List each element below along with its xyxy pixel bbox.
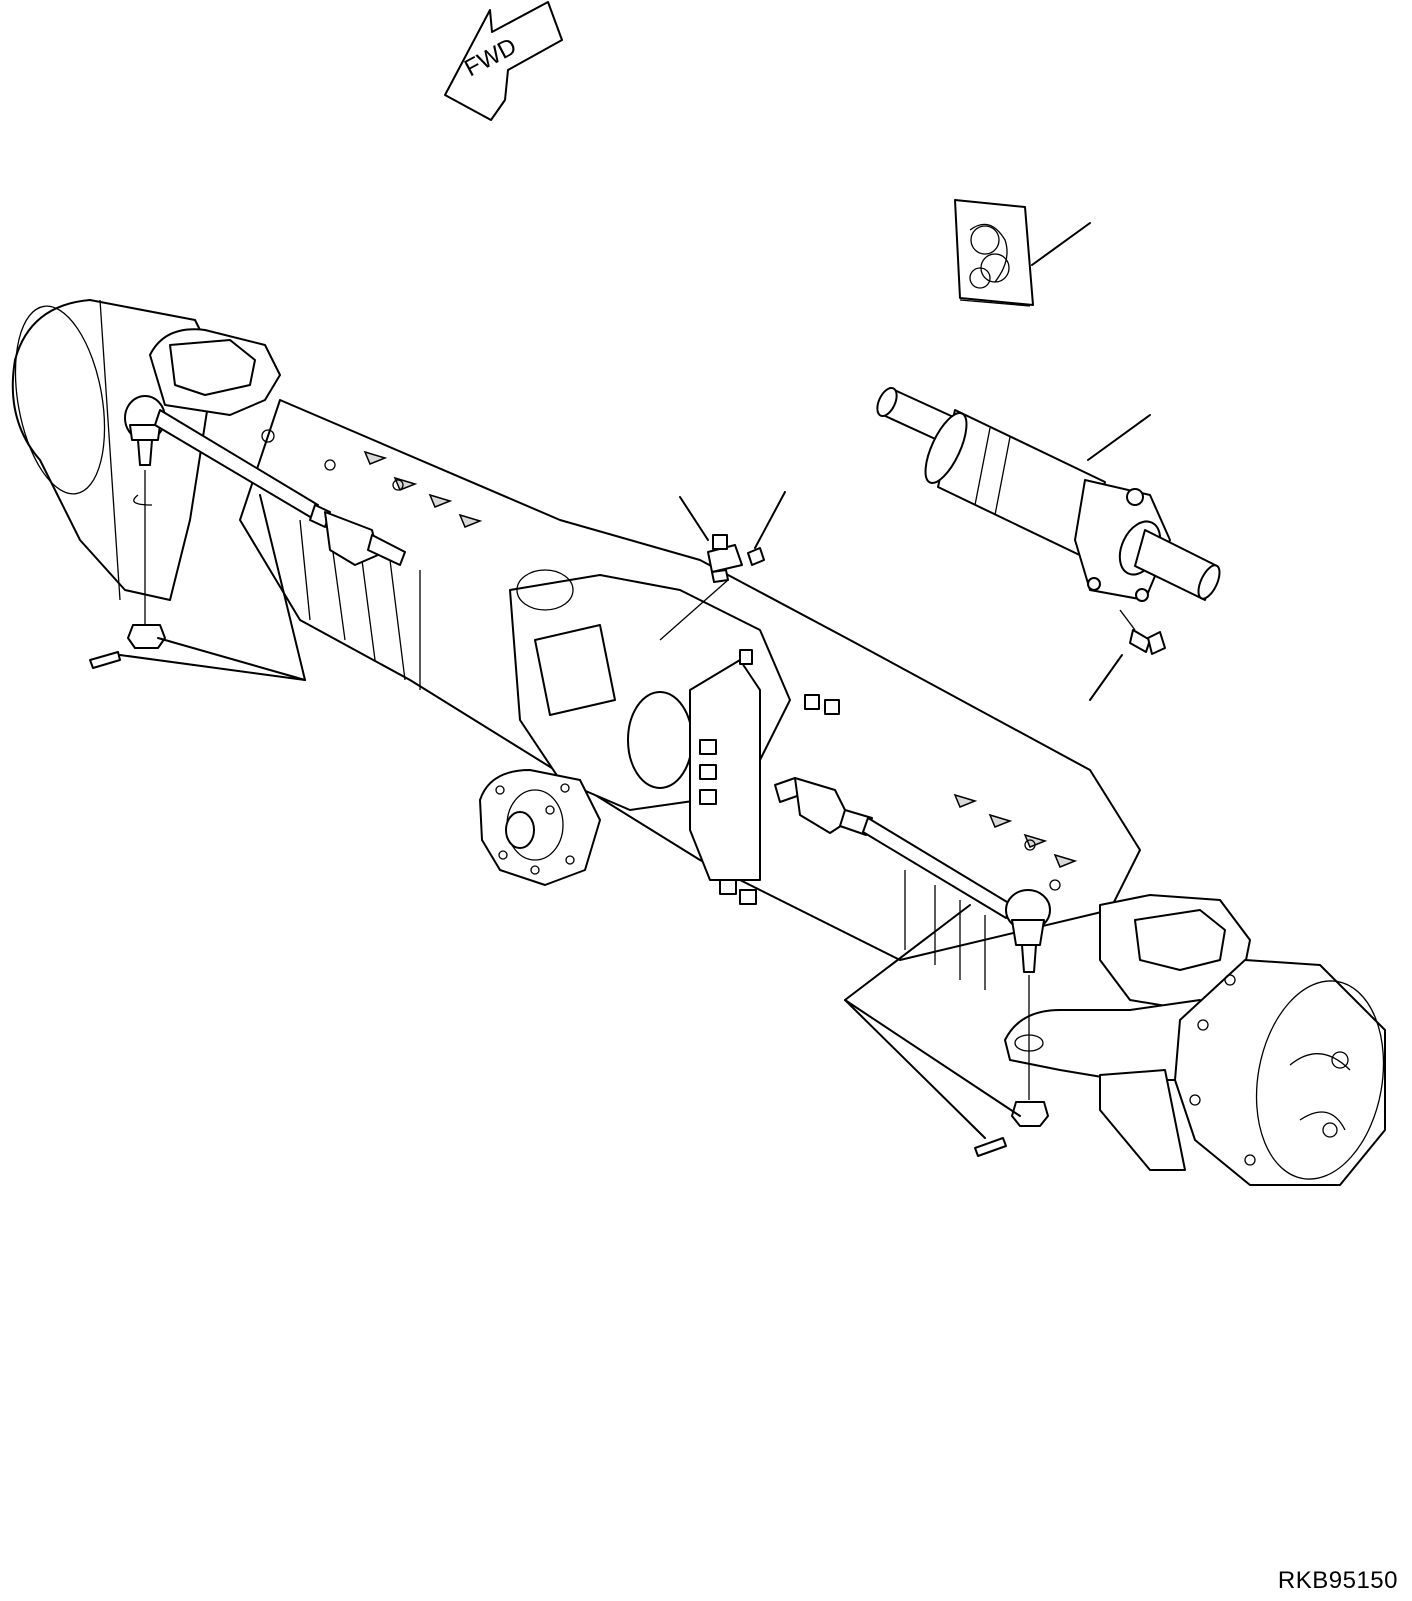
grease-bag-icon bbox=[954, 199, 1091, 307]
tie-rod-left bbox=[89, 395, 406, 681]
breather-fitting bbox=[659, 491, 786, 641]
fwd-arrow-icon: FWD bbox=[444, 1, 563, 121]
right-wheel-hub bbox=[1004, 894, 1386, 1186]
differential-carrier bbox=[479, 569, 840, 905]
mounting-bolt bbox=[1089, 609, 1166, 701]
steering-cylinder bbox=[876, 386, 1221, 602]
tie-rod-right bbox=[774, 777, 1051, 1157]
drawing-code: RKB95150 bbox=[1277, 1567, 1398, 1594]
